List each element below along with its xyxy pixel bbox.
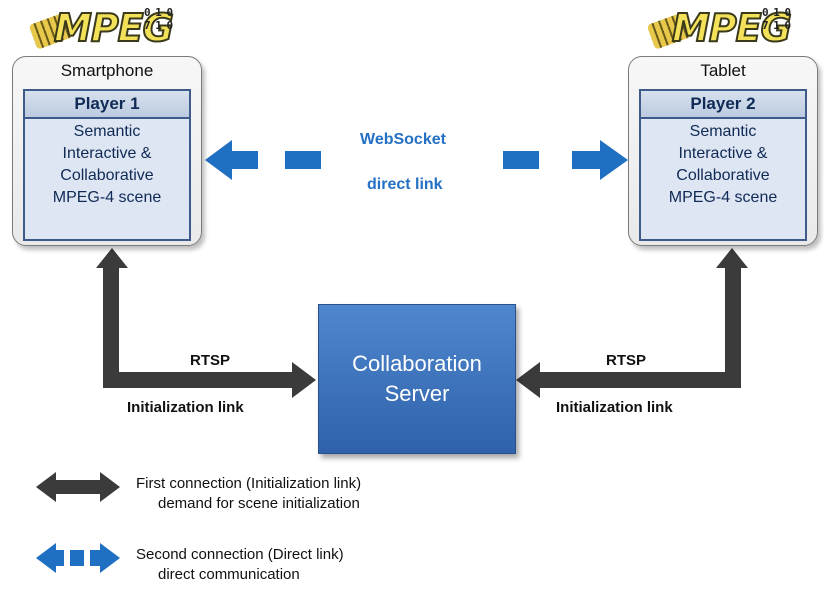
websocket-dash bbox=[285, 151, 321, 169]
legend-arrow-blue bbox=[36, 543, 120, 573]
init-arrow-left bbox=[96, 248, 316, 398]
logo-bits: 0 1 0 7 1 0 bbox=[762, 6, 791, 32]
logo-bits: 0 1 0 7 1 0 bbox=[144, 6, 173, 32]
logo-text: MPEG bbox=[671, 5, 793, 51]
legend-line: demand for scene initialization bbox=[158, 495, 360, 512]
websocket-arrow-left-head bbox=[205, 140, 258, 180]
player-description: Semantic Interactive & Collaborative MPE… bbox=[25, 121, 189, 209]
websocket-arrow-right-head bbox=[572, 140, 628, 180]
server-label-line2: Server bbox=[384, 381, 450, 406]
description-line: Collaborative bbox=[676, 167, 770, 184]
player-title: Player 2 bbox=[641, 91, 805, 119]
init-link-label-right: Initialization link bbox=[556, 399, 673, 416]
device-title: Tablet bbox=[700, 61, 746, 80]
collaboration-server: Collaboration Server bbox=[318, 304, 516, 454]
server-label-line1: Collaboration bbox=[352, 351, 482, 376]
player-1-box: Player 1 Semantic Interactive & Collabor… bbox=[23, 89, 191, 241]
rtsp-label-right: RTSP bbox=[606, 352, 647, 369]
description-line: MPEG-4 scene bbox=[52, 189, 162, 206]
player-2-box: Player 2 Semantic Interactive & Collabor… bbox=[639, 89, 807, 241]
legend-line: Second connection (Direct link) bbox=[136, 546, 344, 563]
websocket-sublabel: direct link bbox=[367, 176, 443, 193]
tablet-device: Tablet Player 2 Semantic Interactive & C… bbox=[628, 56, 818, 246]
legend-item-second: Second connection (Direct link) direct c… bbox=[136, 545, 344, 585]
legend-line: direct communication bbox=[158, 566, 300, 583]
description-line: Semantic bbox=[689, 123, 757, 140]
mpeg-logo-right: MPEG 0 1 0 7 1 0 bbox=[644, 4, 794, 52]
legend-line: First connection (Initialization link) bbox=[136, 475, 362, 492]
legend-item-first: First connection (Initialization link) d… bbox=[136, 474, 361, 514]
description-line: Interactive & bbox=[62, 145, 152, 162]
mpeg-logo-left: MPEG 0 1 0 7 1 0 bbox=[26, 4, 176, 52]
rtsp-label-left: RTSP bbox=[190, 352, 231, 369]
description-line: Interactive & bbox=[678, 145, 768, 162]
logo-text: MPEG bbox=[53, 5, 175, 51]
smartphone-device: Smartphone Player 1 Semantic Interactive… bbox=[12, 56, 202, 246]
init-arrow-right bbox=[516, 248, 748, 398]
description-line: Semantic bbox=[73, 123, 141, 140]
player-description: Semantic Interactive & Collaborative MPE… bbox=[641, 121, 805, 209]
description-line: MPEG-4 scene bbox=[668, 189, 778, 206]
websocket-arrow bbox=[205, 140, 628, 180]
description-line: Collaborative bbox=[60, 167, 154, 184]
player-title: Player 1 bbox=[25, 91, 189, 119]
device-title: Smartphone bbox=[60, 61, 154, 80]
websocket-label: WebSocket bbox=[360, 131, 446, 148]
legend-arrow-dark bbox=[36, 472, 120, 502]
websocket-dash bbox=[503, 151, 539, 169]
init-link-label-left: Initialization link bbox=[127, 399, 244, 416]
